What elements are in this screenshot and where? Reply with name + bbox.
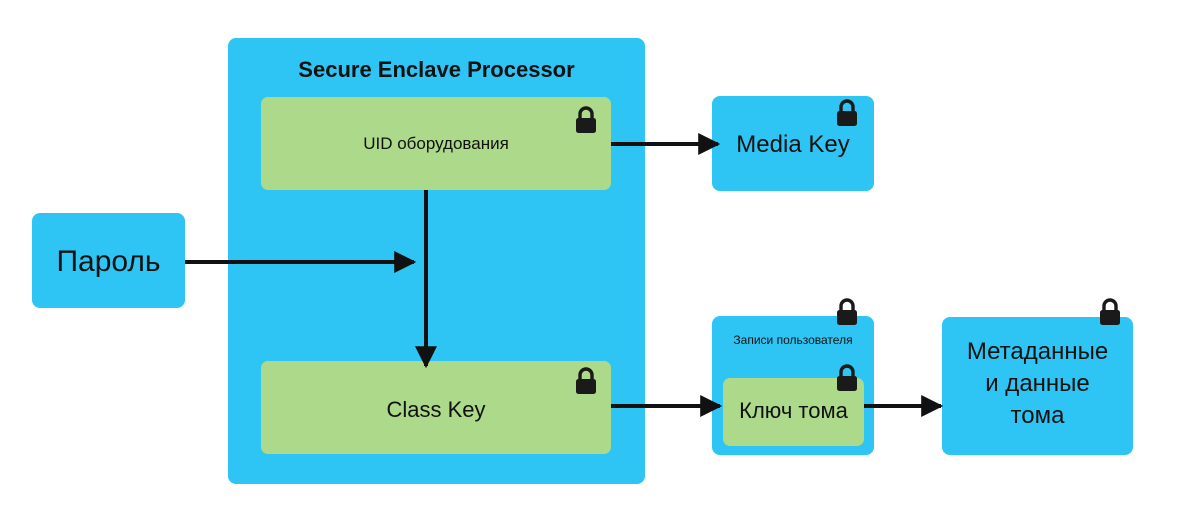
volume-data-line-2: и данные (985, 370, 1090, 397)
lock-icon (837, 298, 857, 325)
uid-label: UID оборудования (363, 134, 509, 153)
volume-key-label: Ключ тома (739, 398, 848, 423)
volume-data-label: Метаданные и данные тома (942, 336, 1133, 432)
password-box (32, 213, 185, 308)
class-key-label: Class Key (386, 397, 486, 422)
volume-data-line-1: Метаданные (966, 338, 1109, 365)
lock-icon (576, 106, 596, 133)
lock-icon (837, 99, 857, 126)
uid-box (261, 97, 611, 190)
secure-enclave-processor-title: Secure Enclave Processor (298, 57, 575, 82)
volume-data-line-3: тома (1010, 402, 1065, 429)
lock-icon (576, 367, 596, 394)
lock-icon (1100, 298, 1120, 325)
media-key-label: Media Key (736, 131, 850, 158)
lock-icon (837, 364, 857, 391)
class-key-box (261, 361, 611, 454)
volume-data-box (942, 317, 1133, 455)
password-label: Пароль (56, 245, 161, 278)
user-records-label: Записи пользователя (733, 333, 853, 347)
